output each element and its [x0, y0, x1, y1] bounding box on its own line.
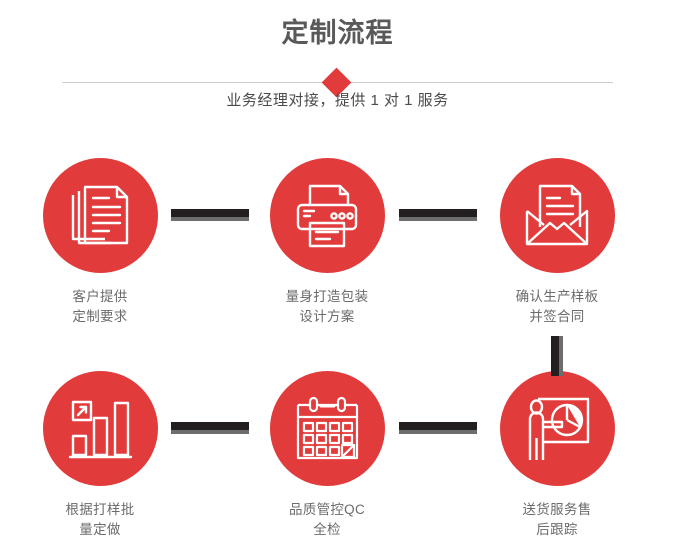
flow-step-6-circle — [499, 371, 615, 486]
flow-step-2-label: 量身打造包装 设计方案 — [285, 289, 369, 324]
connector-bar-shadow — [171, 217, 249, 221]
flow-step-1-circle — [42, 158, 158, 273]
flow-step-4[interactable]: 根据打样批 量定做 — [20, 371, 180, 540]
connector-bar — [399, 209, 477, 217]
flow-step-6-label: 送货服务售 后跟踪 — [522, 502, 592, 537]
flow-step-3-circle — [499, 158, 615, 273]
connector-step2-step3 — [399, 209, 477, 221]
flow-step-3[interactable]: 确认生产样板 并签合同 — [477, 158, 637, 327]
connector-bar — [551, 336, 559, 376]
flow-step-4-circle — [42, 371, 158, 486]
connector-bar-shadow — [171, 430, 249, 434]
open-envelope-letter-icon — [522, 181, 592, 251]
connector-step5-step6 — [399, 422, 477, 434]
divider — [0, 67, 675, 98]
flow-step-1-label: 客户提供 定制要求 — [72, 289, 128, 324]
flow-step-5-label: 品质管控QC 全检 — [288, 502, 366, 537]
printer-icon — [292, 181, 362, 251]
connector-bar — [399, 422, 477, 430]
flow-step-3-label: 确认生产样板 并签合同 — [515, 289, 599, 324]
connector-bar-shadow — [399, 217, 477, 221]
connector-bar — [171, 209, 249, 217]
page-title: 定制流程 — [281, 18, 394, 48]
bar-chart-growth-icon — [65, 394, 135, 464]
documents-stack-icon — [65, 181, 135, 251]
calendar-check-icon — [292, 394, 362, 464]
flow-step-6[interactable]: 送货服务售 后跟踪 — [477, 371, 637, 540]
connector-bar-shadow — [559, 336, 563, 376]
page-subtitle: 业务经理对接，提供 1 对 1 服务 — [226, 92, 449, 109]
flow-step-5[interactable]: 品质管控QC 全检 — [247, 371, 407, 540]
presenter-pie-chart-icon — [522, 394, 592, 464]
connector-step1-step2 — [171, 209, 249, 221]
connector-bar — [171, 422, 249, 430]
flow-step-2[interactable]: 量身打造包装 设计方案 — [247, 158, 407, 327]
flow-step-4-label: 根据打样批 量定做 — [65, 502, 135, 537]
flow-step-5-circle — [269, 371, 385, 486]
connector-bar-shadow — [399, 430, 477, 434]
flow-step-2-circle — [269, 158, 385, 273]
page-header: 定制流程 业务经理对接，提供 1 对 1 服务 — [0, 0, 675, 130]
flow-step-1[interactable]: 客户提供 定制要求 — [20, 158, 180, 327]
connector-step3-step6 — [551, 336, 563, 376]
connector-step4-step5 — [171, 422, 249, 434]
